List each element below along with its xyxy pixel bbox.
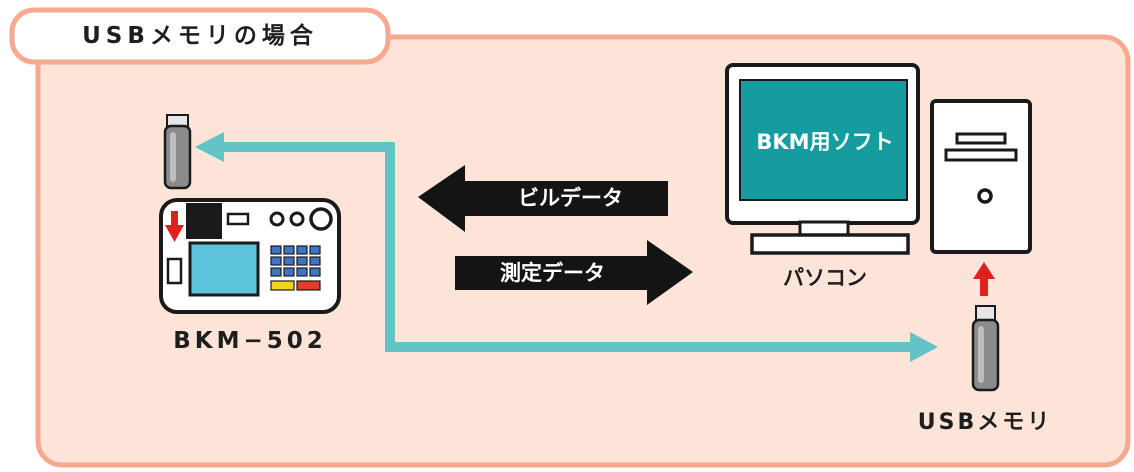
insert-arrow-pc-icon <box>973 262 995 296</box>
measurement-data-arrow <box>455 240 693 305</box>
pc-monitor-icon <box>725 63 920 255</box>
bkm-502-label: BKM−502 <box>173 328 327 354</box>
pc-tower-icon <box>930 99 1032 254</box>
usb-memory-label: USBメモリ <box>917 410 1053 435</box>
usb-stick-top-icon <box>163 114 192 190</box>
section-title: USBメモリの場合 <box>82 22 318 49</box>
measurement-data-label: 測定データ <box>500 261 605 285</box>
transfer-path-arrowhead-right <box>910 332 938 362</box>
insert-arrow-device-icon <box>165 211 184 242</box>
section-tab <box>9 7 391 65</box>
bill-data-arrow <box>418 165 668 232</box>
transfer-path <box>195 132 938 362</box>
bill-data-label: ビルデータ <box>518 186 623 210</box>
bkm-502-keypad <box>270 245 321 277</box>
software-label: BKM用ソフト <box>756 129 894 154</box>
bkm-502-device-icon <box>159 198 341 314</box>
transfer-path-arrowhead-left <box>195 132 224 162</box>
usb-memory-icon <box>971 305 1000 392</box>
pc-label: パソコン <box>783 266 867 290</box>
bkm-502-screen <box>188 241 260 297</box>
